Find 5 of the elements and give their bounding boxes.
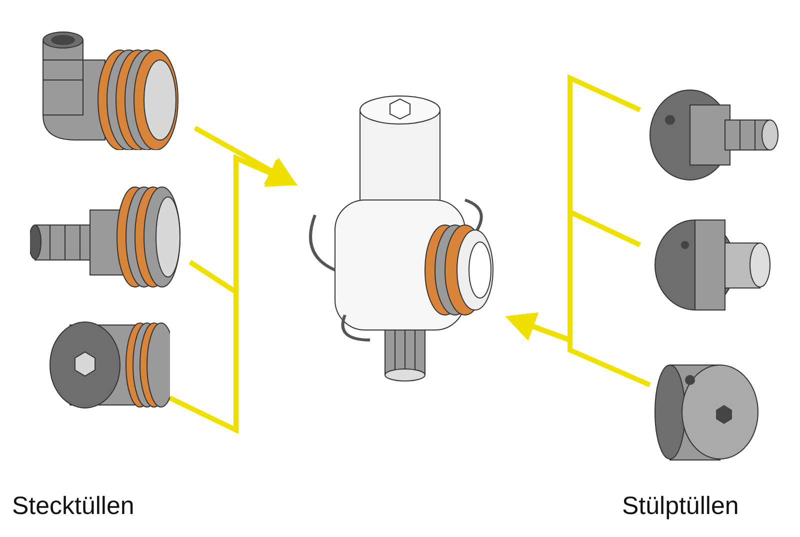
arrow	[505, 312, 651, 388]
arrow	[194, 126, 298, 186]
group-label: Stülptüllen	[622, 492, 739, 521]
group-label: Stecktüllen	[12, 492, 134, 521]
arrow	[168, 154, 298, 434]
